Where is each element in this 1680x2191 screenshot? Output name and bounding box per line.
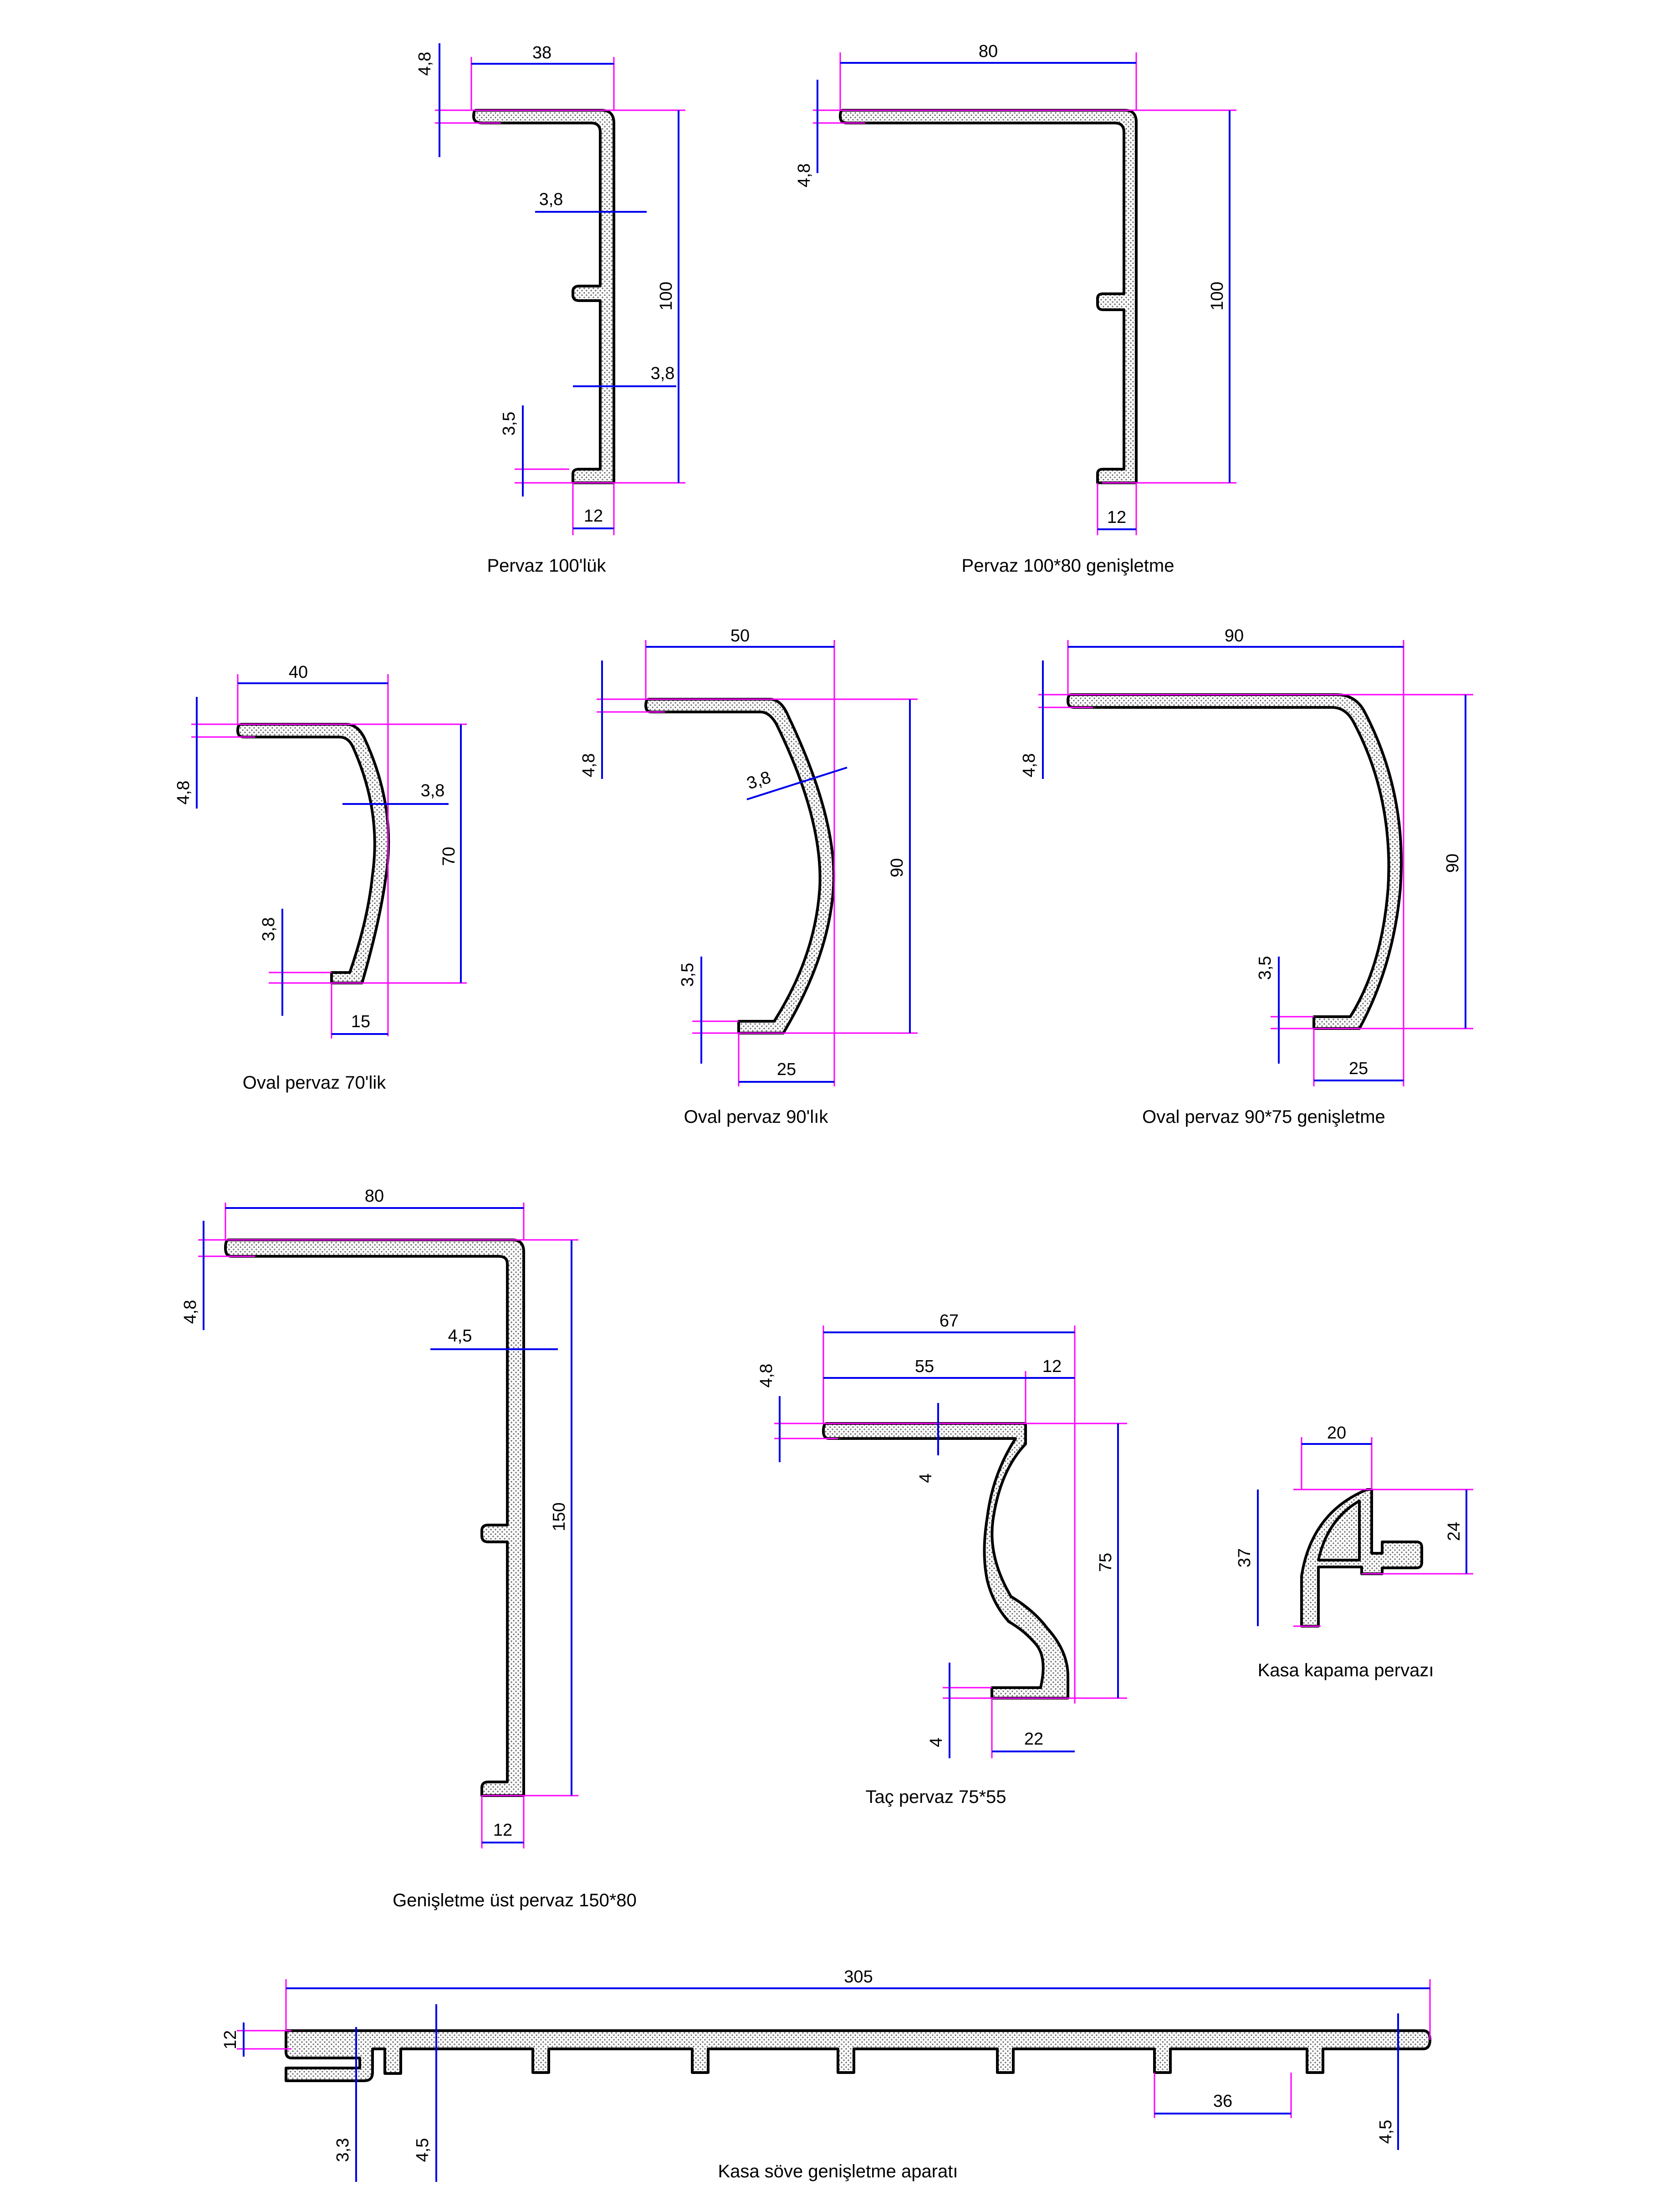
kasa-sove-dim-lip-b: 4,5 (413, 2138, 432, 2162)
oval-90x75-caption: Oval pervaz 90*75 genişletme (1142, 1107, 1385, 1127)
pervaz-100x80-dim-foot-width: 12 (1107, 508, 1126, 527)
kasa-sove-dim-lip-a: 3,3 (333, 2138, 352, 2162)
oval-90x75-dim-foot-width: 25 (1349, 1059, 1368, 1078)
profile-genisletme-150x80: 80 4,8 4,5 150 12 Genişletme üst pervaz … (181, 1187, 637, 1910)
profile-oval-90: 50 4,8 3,8 90 3,5 25 Oval pervaz 90'lık (579, 626, 918, 1127)
pervaz-100x80-dim-top-thick: 4,8 (795, 164, 814, 188)
profile-kasa-kapama: 20 37 24 Kasa kapama pervazı (1235, 1423, 1473, 1680)
pervaz-100-dim-foot-width: 12 (584, 507, 603, 526)
oval-90x75-dim-width: 90 (1225, 626, 1244, 645)
kasa-kapama-profile (1300, 1488, 1423, 1628)
tac-75x55-dim-inner-thick: 4 (916, 1473, 935, 1483)
kasa-sove-dim-thick: 12 (221, 2030, 240, 2049)
kasa-sove-dim-end-thick: 4,5 (1376, 2120, 1395, 2144)
kasa-kapama-dim-height: 37 (1235, 1548, 1254, 1567)
tac-75x55-dim-height: 75 (1096, 1553, 1115, 1572)
oval-70-dim-width: 40 (289, 663, 308, 682)
oval-70-profile (236, 723, 390, 984)
genisletme-150x80-profile (224, 1239, 525, 1797)
oval-70-dim-top-thick: 4,8 (174, 781, 193, 805)
oval-90-dim-foot-width: 25 (777, 1060, 796, 1079)
tac-75x55-caption: Taç pervaz 75*55 (865, 1787, 1006, 1807)
profile-kasa-sove: 305 12 36 3,3 4,5 4,5 Kasa söve genişlet… (221, 1967, 1431, 2182)
genisletme-150x80-caption: Genişletme üst pervaz 150*80 (393, 1890, 637, 1910)
profile-tac-75x55: 67 55 12 4,8 4 75 4 22 Taç pervaz 75*55 (757, 1311, 1127, 1807)
tac-75x55-dim-total-width: 67 (940, 1311, 959, 1331)
tac-75x55-profile (822, 1422, 1069, 1700)
oval-70-dim-wall: 3,8 (421, 781, 445, 800)
oval-70-dim-foot-width: 15 (351, 1012, 370, 1031)
pervaz-100-caption: Pervaz 100'lük (487, 556, 606, 576)
genisletme-150x80-dim-width: 80 (365, 1187, 384, 1206)
kasa-sove-dim-slot: 36 (1213, 2092, 1232, 2111)
profile-oval-90x75: 90 4,8 90 3,5 25 Oval pervaz 90*75 geniş… (1020, 626, 1473, 1127)
oval-90-profile (644, 698, 835, 1034)
oval-90x75-profile (1067, 693, 1403, 1030)
tac-75x55-dim-top-thick: 4,8 (757, 1364, 776, 1388)
oval-70-dim-foot-thick: 3,8 (259, 917, 278, 942)
pervaz-100-dim-top-thick: 4,8 (415, 52, 434, 76)
oval-70-caption: Oval pervaz 70'lik (243, 1073, 386, 1093)
tac-75x55-dim-foot-thick: 4 (927, 1737, 946, 1747)
pervaz-100x80-dim-height: 100 (1208, 282, 1227, 310)
profile-pervaz-100: 38 4,8 3,8 3,8 100 3,5 12 Pervaz 100'lük (415, 43, 685, 576)
kasa-sove-dim-length: 305 (844, 1967, 873, 1986)
tac-75x55-dim-lip: 12 (1042, 1357, 1062, 1376)
oval-90-caption: Oval pervaz 90'lık (684, 1107, 829, 1127)
kasa-kapama-caption: Kasa kapama pervazı (1258, 1660, 1434, 1680)
pervaz-100-profile (472, 109, 615, 484)
oval-90x75-dim-height: 90 (1443, 854, 1462, 873)
kasa-sove-profile (285, 2029, 1431, 2082)
kasa-kapama-dim-width: 20 (1327, 1423, 1346, 1443)
pervaz-100-dim-height: 100 (657, 282, 676, 310)
pervaz-100-dim-width: 38 (532, 43, 551, 62)
kasa-sove-caption: Kasa söve genişletme aparatı (718, 2161, 958, 2181)
oval-90-dim-foot-thick: 3,5 (678, 963, 697, 987)
oval-90-dim-top-thick: 4,8 (579, 753, 598, 778)
pervaz-100-dim-wall-a: 3,8 (539, 190, 563, 209)
tac-75x55-dim-inner-width: 55 (915, 1357, 934, 1376)
profile-oval-70: 40 4,8 3,8 70 3,8 15 Oval pervaz 70'lik (174, 663, 467, 1093)
genisletme-150x80-dim-foot-width: 12 (493, 1821, 512, 1840)
oval-90-dim-wall: 3,8 (745, 768, 773, 793)
kasa-kapama-dim-tongue: 24 (1445, 1522, 1464, 1541)
pervaz-100x80-dim-width: 80 (979, 42, 998, 61)
oval-90-dim-width: 50 (730, 626, 750, 645)
tac-75x55-dim-foot-width: 22 (1024, 1730, 1043, 1749)
oval-90x75-dim-top-thick: 4,8 (1020, 753, 1039, 778)
pervaz-100-dim-foot-thick: 3,5 (500, 412, 519, 436)
pervaz-100-dim-wall-b: 3,8 (651, 364, 675, 383)
oval-90-dim-height: 90 (888, 858, 907, 877)
pervaz-100x80-caption: Pervaz 100*80 genişletme (962, 556, 1174, 576)
oval-70-dim-height: 70 (439, 847, 459, 866)
genisletme-150x80-dim-top-thick: 4,8 (181, 1300, 200, 1324)
profile-pervaz-100x80: 80 4,8 100 12 Pervaz 100*80 genişletme (795, 42, 1236, 576)
oval-90x75-dim-foot-thick: 3,5 (1256, 956, 1275, 980)
pervaz-100x80-profile (839, 109, 1138, 484)
genisletme-150x80-dim-height: 150 (550, 1502, 569, 1531)
genisletme-150x80-dim-wall: 4,5 (448, 1326, 472, 1346)
